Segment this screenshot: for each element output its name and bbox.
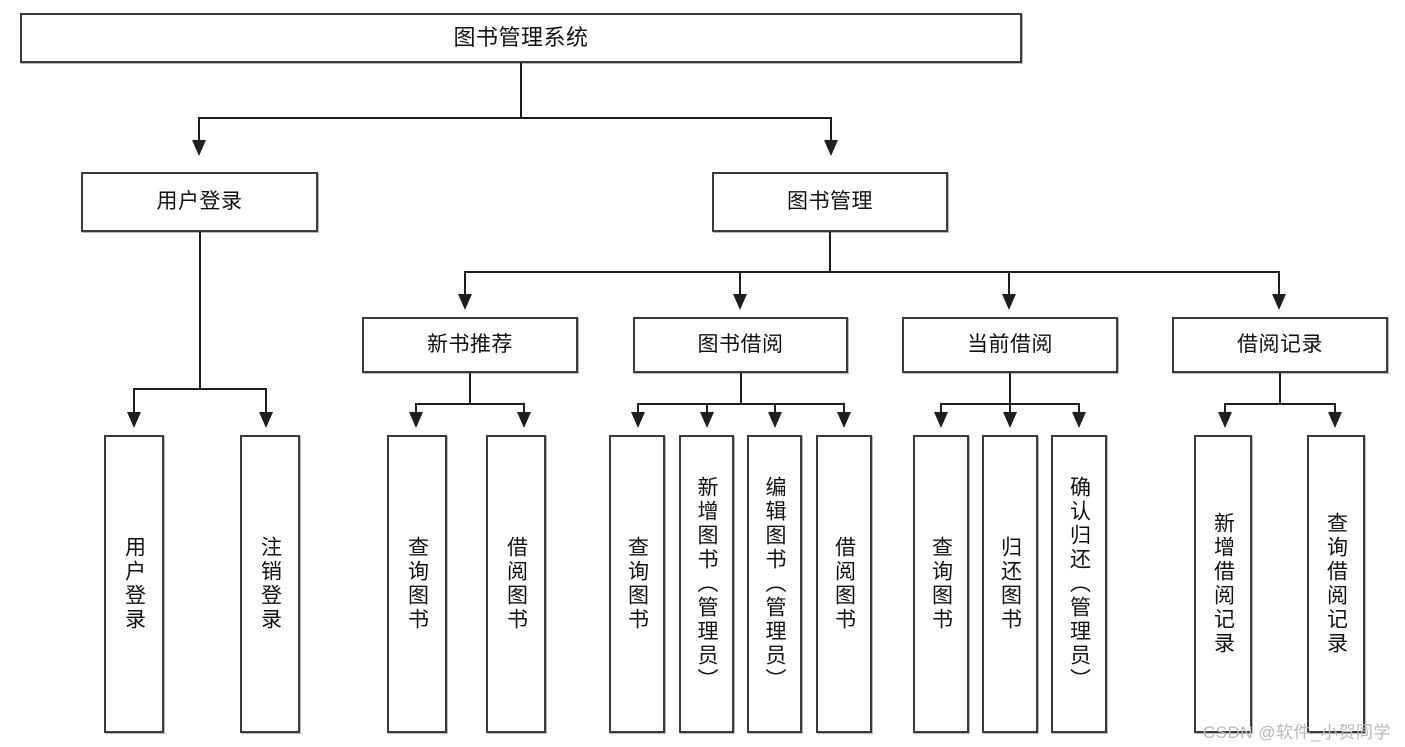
edge-borrow-record-child-1 xyxy=(1224,403,1226,415)
leaf-query-borrow-record[interactable]: 查询借阅记录 xyxy=(1307,435,1365,733)
leaf-confirm-return-admin[interactable]: 确认归还（管理员） xyxy=(1051,435,1107,733)
leaf-user-login[interactable]: 用户登录 xyxy=(104,435,164,733)
arrowhead-leaf-confirm-return xyxy=(1072,412,1086,428)
arrowhead-leaf-user-login xyxy=(127,412,141,428)
arrowhead-leaf-query-record xyxy=(1328,412,1342,428)
arrowhead-leaf-add-record xyxy=(1218,412,1232,428)
node-label: 图书借阅 xyxy=(697,332,784,356)
node-root-system[interactable]: 图书管理系统 xyxy=(20,13,1022,63)
edge-book-manage-bus xyxy=(464,271,1280,273)
node-label: 借阅图书 xyxy=(832,536,856,632)
node-new-book-recommend[interactable]: 新书推荐 xyxy=(362,317,578,373)
arrowhead-leaf-borrow-book-2 xyxy=(837,412,851,428)
node-label: 借阅图书 xyxy=(504,536,528,632)
edge-user-login-child-2 xyxy=(265,388,267,415)
edge-book-borrow-child-2 xyxy=(706,403,708,415)
leaf-logout[interactable]: 注销登录 xyxy=(240,435,300,733)
edge-book-manage-child-1 xyxy=(464,271,466,298)
node-label: 归还图书 xyxy=(998,536,1022,632)
edge-to-user-login xyxy=(198,117,200,144)
arrowhead-leaf-query-book-3 xyxy=(934,412,948,428)
edge-user-login-stem xyxy=(199,232,201,389)
arrowhead-leaf-query-book-2 xyxy=(631,412,645,428)
edge-book-borrow-child-4 xyxy=(843,403,845,415)
edge-borrow-record-stem xyxy=(1279,373,1281,404)
node-label: 注销登录 xyxy=(258,536,282,632)
arrowhead-leaf-edit-book xyxy=(768,412,782,428)
node-label: 新增图书（管理员） xyxy=(695,476,718,692)
edge-new-book-child-1 xyxy=(415,403,417,415)
edge-current-borrow-child-2 xyxy=(1009,403,1011,415)
edge-borrow-record-child-2 xyxy=(1334,403,1336,415)
edge-user-login-child-1 xyxy=(133,388,135,415)
node-label: 用户登录 xyxy=(156,189,243,213)
leaf-add-borrow-record[interactable]: 新增借阅记录 xyxy=(1194,435,1252,733)
arrowhead-leaf-logout xyxy=(259,412,273,428)
node-book-borrow[interactable]: 图书借阅 xyxy=(633,317,848,373)
node-label: 图书管理 xyxy=(787,189,873,213)
arrowhead-book-manage xyxy=(824,140,838,156)
arrowhead-current-borrow xyxy=(1002,294,1016,310)
leaf-query-book-current[interactable]: 查询图书 xyxy=(913,435,969,733)
leaf-borrow-book-recommend[interactable]: 借阅图书 xyxy=(486,435,546,733)
arrowhead-leaf-borrow-book-1 xyxy=(517,412,531,428)
node-label: 查询借阅记录 xyxy=(1324,512,1348,656)
edge-new-book-bus xyxy=(415,403,525,405)
edge-book-borrow-bus xyxy=(637,403,845,405)
node-label: 查询图书 xyxy=(405,536,429,632)
arrowhead-borrow-record xyxy=(1272,294,1286,310)
node-current-borrow[interactable]: 当前借阅 xyxy=(902,317,1118,373)
arrowhead-leaf-return-book xyxy=(1003,412,1017,428)
node-label: 用户登录 xyxy=(122,536,146,632)
edge-book-manage-child-4 xyxy=(1278,271,1280,298)
leaf-edit-book-admin[interactable]: 编辑图书（管理员） xyxy=(747,435,802,733)
node-book-management[interactable]: 图书管理 xyxy=(712,172,948,232)
edge-book-borrow-child-1 xyxy=(637,403,639,415)
edge-user-login-bus xyxy=(133,388,267,390)
arrowhead-user-login xyxy=(192,140,206,156)
node-label: 当前借阅 xyxy=(967,332,1053,356)
node-label: 查询图书 xyxy=(929,536,953,632)
leaf-query-book-borrow[interactable]: 查询图书 xyxy=(609,435,665,733)
edge-new-book-child-2 xyxy=(523,403,525,415)
arrowhead-new-book-recommend xyxy=(458,294,472,310)
node-label: 确认归还（管理员） xyxy=(1067,476,1091,692)
node-label: 编辑图书（管理员） xyxy=(763,476,786,692)
leaf-query-book-recommend[interactable]: 查询图书 xyxy=(387,435,447,733)
edge-current-borrow-child-1 xyxy=(940,403,942,415)
edge-book-manage-child-2 xyxy=(739,271,741,298)
leaf-return-book[interactable]: 归还图书 xyxy=(982,435,1038,733)
node-label: 新增借阅记录 xyxy=(1211,512,1235,656)
node-label: 新书推荐 xyxy=(427,332,513,356)
edge-to-book-manage xyxy=(830,117,832,144)
edge-current-borrow-stem xyxy=(1009,373,1011,404)
edge-root-stem xyxy=(520,63,522,118)
edge-book-borrow-stem xyxy=(740,373,742,404)
arrowhead-book-borrow xyxy=(733,294,747,310)
edge-book-manage-child-3 xyxy=(1008,271,1010,298)
edge-current-borrow-child-3 xyxy=(1078,403,1080,415)
edge-root-bus xyxy=(198,117,832,119)
leaf-borrow-book-borrow[interactable]: 借阅图书 xyxy=(816,435,872,733)
leaf-add-book-admin[interactable]: 新增图书（管理员） xyxy=(679,435,734,733)
edge-new-book-stem xyxy=(469,373,471,404)
node-user-login[interactable]: 用户登录 xyxy=(81,172,318,232)
node-label: 图书管理系统 xyxy=(453,25,589,51)
edge-book-borrow-child-3 xyxy=(774,403,776,415)
node-label: 借阅记录 xyxy=(1237,332,1323,356)
arrowhead-leaf-query-book-1 xyxy=(409,412,423,428)
edge-borrow-record-bus xyxy=(1224,403,1336,405)
arrowhead-leaf-add-book xyxy=(700,412,714,428)
edge-book-manage-stem xyxy=(829,232,831,272)
node-borrow-record[interactable]: 借阅记录 xyxy=(1172,317,1388,373)
node-label: 查询图书 xyxy=(625,536,649,632)
